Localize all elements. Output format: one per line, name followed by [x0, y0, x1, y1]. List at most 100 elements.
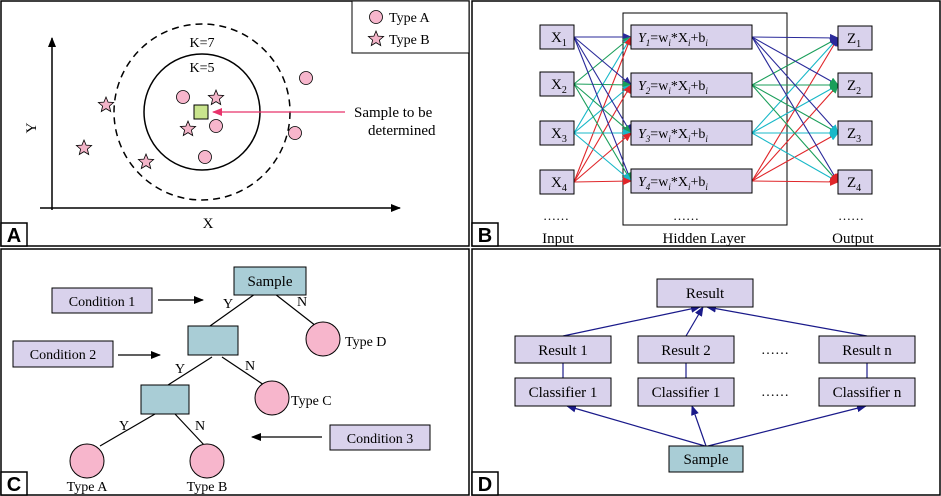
input-ellipsis: …… — [543, 208, 569, 223]
decision-node-3 — [140, 384, 190, 415]
edge-node2-yes — [167, 356, 213, 386]
k5-label: K=5 — [189, 61, 214, 76]
sample-box: Sample — [668, 445, 744, 473]
svg-text:X2: X2 — [551, 77, 567, 96]
hidden-ellipsis: …… — [673, 208, 699, 223]
type-b-point — [179, 119, 197, 137]
result-to-final-arrow — [685, 306, 704, 337]
hidden-layer-label: Hidden Layer — [663, 231, 746, 247]
type-b-point — [97, 95, 115, 113]
condition-3-box: Condition 3 — [329, 424, 431, 451]
type-b-point — [75, 138, 93, 156]
hidden-node: Y3=wi*Xi+bi — [630, 120, 753, 146]
result-box: Result 2 — [637, 335, 735, 364]
svg-text:Z2: Z2 — [847, 78, 861, 97]
panel-c-label: C — [0, 471, 28, 496]
svg-text:C: C — [7, 474, 21, 496]
type-a-point — [299, 71, 313, 85]
svg-text:Y1=wi*Xi+bi: Y1=wi*Xi+bi — [638, 31, 708, 48]
hidden-output-connection — [751, 132, 839, 183]
svg-text:Classifier 1: Classifier 1 — [529, 385, 598, 401]
svg-text:Sample: Sample — [248, 274, 293, 290]
yes-label: Y — [223, 297, 233, 312]
svg-text:Y4=wi*Xi+bi: Y4=wi*Xi+bi — [638, 175, 708, 192]
type-a-leaf — [69, 443, 105, 479]
svg-text:Classifier n: Classifier n — [833, 385, 902, 401]
panel-d-label: D — [471, 471, 499, 496]
sample-node: Sample — [233, 266, 307, 296]
output-node: Z2 — [837, 72, 873, 98]
input-label: Input — [542, 231, 574, 247]
hidden-output-connection — [751, 33, 839, 42]
final-result-box: Result — [656, 278, 754, 308]
svg-text:Y3=wi*Xi+bi: Y3=wi*Xi+bi — [638, 127, 708, 144]
panel-d-frame — [471, 248, 941, 496]
input-hidden-connection — [573, 132, 632, 182]
svg-text:X4: X4 — [551, 175, 567, 194]
yes-label: Y — [175, 362, 185, 377]
classifier-box: Classifier n — [818, 377, 916, 407]
panel-a-frame — [0, 0, 470, 247]
panel-b-label: B — [471, 222, 499, 247]
edge-node3-no — [174, 413, 206, 447]
connections — [573, 33, 839, 186]
svg-text:Y2=wi*Xi+bi: Y2=wi*Xi+bi — [638, 79, 708, 96]
hidden-node: Y2=wi*Xi+bi — [630, 72, 753, 98]
classifier-box: Classifier 1 — [514, 377, 612, 407]
type-b-point — [207, 88, 225, 106]
svg-text:A: A — [7, 225, 21, 247]
panel-b-frame — [471, 0, 941, 247]
output-node: Z1 — [837, 25, 873, 51]
output-ellipsis: …… — [838, 208, 864, 223]
svg-text:X3: X3 — [551, 126, 567, 145]
hidden-node: Y1=wi*Xi+bi — [630, 24, 753, 50]
axis-y-label: Y — [24, 122, 40, 133]
hidden-node: Y4=wi*Xi+bi — [630, 168, 753, 194]
no-label: N — [195, 419, 205, 434]
classifier-box: Classifier 1 — [637, 377, 735, 407]
input-hidden-connection — [573, 83, 632, 182]
hidden-output-connection — [751, 84, 839, 183]
legend-type-b: Type B — [389, 33, 430, 48]
svg-text:Z1: Z1 — [847, 31, 861, 50]
k7-label: K=7 — [189, 36, 214, 51]
svg-text:Condition 3: Condition 3 — [347, 432, 414, 447]
yes-label: Y — [119, 419, 129, 434]
sample-to-classifier-arrow — [691, 405, 707, 447]
input-node: X4 — [539, 169, 575, 195]
no-label: N — [297, 295, 307, 310]
type-d-label: Type D — [345, 335, 386, 350]
type-a-label: Type A — [67, 480, 109, 495]
legend-type-a: Type A — [389, 11, 431, 26]
panel-b: X1 X2 X3 X4 Y1=wi*Xi+bi Y2=wi*Xi+bi Y3=w… — [539, 12, 875, 247]
type-b-leaf — [189, 443, 225, 479]
svg-text:X1: X1 — [551, 30, 567, 49]
svg-text:Result 1: Result 1 — [538, 343, 588, 359]
svg-text:Z4: Z4 — [847, 175, 861, 194]
input-node: X2 — [539, 71, 575, 97]
input-node: X3 — [539, 120, 575, 146]
result-to-final-arrow — [562, 304, 701, 337]
hidden-output-connection — [751, 36, 839, 183]
hidden-output-connection — [751, 36, 839, 134]
panel-d: Result Result 1 Result 2 …… Result n Cla… — [514, 278, 916, 473]
result-box: Result n — [818, 335, 916, 364]
sample-label-line2: determined — [368, 123, 436, 139]
classifiers-ellipsis: …… — [761, 385, 789, 400]
output-node: Z4 — [837, 169, 873, 195]
condition-1-box: Condition 1 — [51, 287, 153, 314]
svg-text:D: D — [478, 474, 492, 496]
type-b-label: Type B — [187, 480, 228, 495]
type-a-point — [198, 150, 212, 164]
axis-x-label: X — [203, 216, 214, 232]
results-ellipsis: …… — [761, 343, 789, 358]
edge-sample-yes — [209, 293, 256, 327]
type-d-leaf — [305, 321, 341, 357]
panel-c: Sample Y N Y N Y N Type D Type C Type A … — [12, 266, 431, 495]
hidden-output-connection — [751, 36, 839, 86]
sample-to-classifier-arrow — [707, 404, 867, 447]
svg-text:Condition 1: Condition 1 — [69, 295, 136, 310]
panel-a: X Y Type A Type B K=7 K=5 Sample to — [24, 0, 470, 232]
edge-node2-no — [221, 356, 265, 386]
